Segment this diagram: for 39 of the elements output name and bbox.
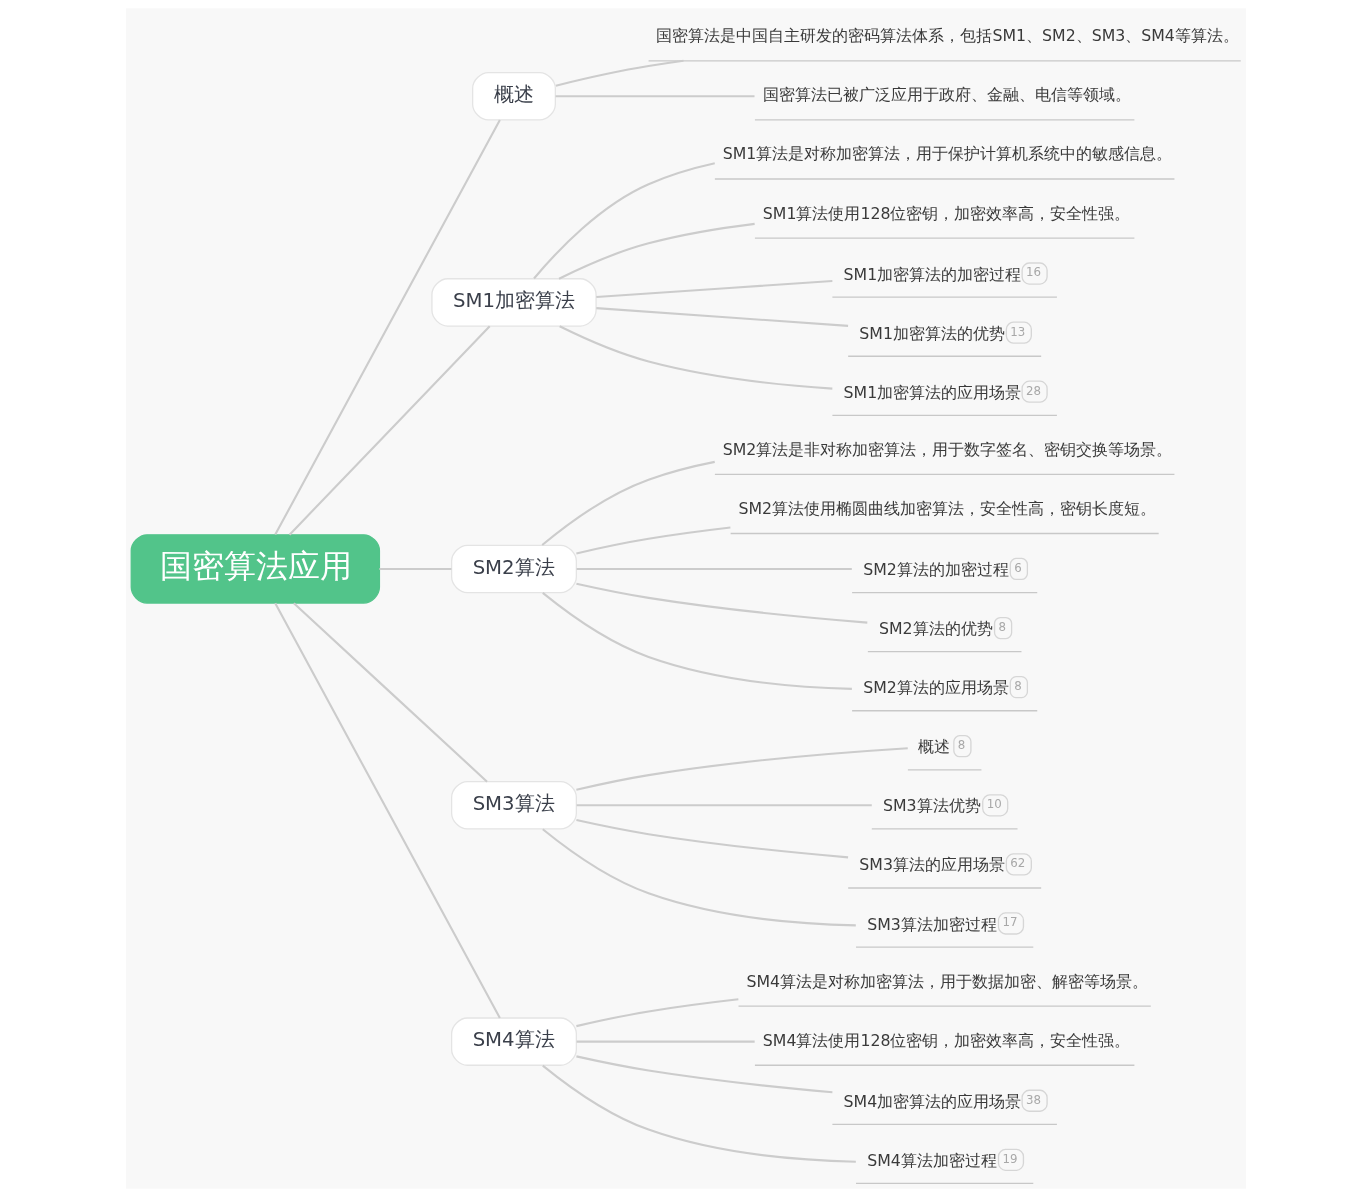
- node-text: SM2算法是非对称加密算法，用于数字签名、密钥交换等场景。: [722, 439, 1173, 459]
- node-box: SM1加密算法: [431, 278, 597, 327]
- node-text: SM1算法使用128位密钥，加密效率高，安全性强。: [762, 203, 1131, 223]
- connector: [596, 307, 849, 327]
- node-box: SM3算法: [450, 781, 577, 830]
- connector: [558, 222, 755, 280]
- node-box: SM2算法: [450, 544, 577, 594]
- connector: [541, 460, 715, 546]
- node-text: SM1算法是对称加密算法，用于保护计算机系统中的敏感信息。: [722, 144, 1173, 164]
- connector: [576, 1040, 755, 1043]
- connector: [274, 119, 501, 536]
- connector: [533, 162, 715, 280]
- node-text: 国密算法是中国自主研发的密码算法体系，包括SM1、SM2、SM3、SM4等算法。: [656, 26, 1239, 46]
- connector: [576, 747, 908, 791]
- connector: [555, 59, 684, 87]
- node-text: SM2算法使用椭圆曲线加密算法，安全性高，密钥长度短。: [738, 498, 1157, 518]
- connector: [576, 526, 731, 555]
- connector: [559, 325, 833, 390]
- connector: [576, 582, 868, 624]
- connector: [288, 325, 491, 536]
- node-text: 国密算法已被广泛应用于政府、金融、电信等领域。: [762, 85, 1131, 105]
- node-text: SM4算法使用128位密钥，加密效率高，安全性强。: [762, 1030, 1131, 1050]
- connector: [293, 602, 488, 783]
- connector: [576, 804, 872, 807]
- node-box: SM4算法: [450, 1017, 577, 1066]
- connector: [596, 279, 833, 298]
- connector: [576, 819, 849, 859]
- connector: [576, 567, 852, 570]
- connector: [576, 998, 739, 1028]
- connector: [379, 567, 452, 570]
- connector: [555, 95, 755, 98]
- node-text: SM4算法是对称加密算法，用于数据加密、解密等场景。: [746, 971, 1149, 991]
- node-box: 概述: [472, 72, 556, 121]
- connector: [542, 1064, 856, 1163]
- connector: [542, 828, 856, 927]
- connector: [576, 1055, 833, 1094]
- node-box: 国密算法应用: [130, 534, 381, 604]
- connector: [542, 592, 852, 690]
- connector: [274, 602, 501, 1019]
